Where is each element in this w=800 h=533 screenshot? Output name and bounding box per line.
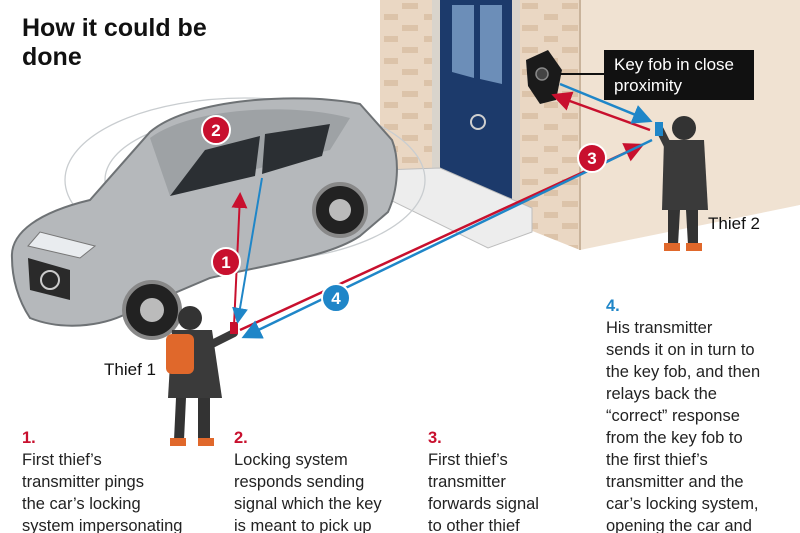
step-1-text: First thief’s transmitter pings the car’… bbox=[22, 451, 183, 533]
pavement bbox=[0, 200, 800, 533]
step-4-description: 4. His transmitter sends it on in turn t… bbox=[606, 273, 796, 533]
car-grille bbox=[28, 258, 70, 300]
step-2-text: Locking system responds sending signal w… bbox=[234, 451, 382, 533]
svg-text:3: 3 bbox=[587, 149, 596, 168]
step-3-description: 3. First thief’s transmitter forwards si… bbox=[428, 405, 588, 533]
door-knocker bbox=[470, 114, 486, 130]
arrow-4 bbox=[241, 138, 653, 339]
car bbox=[10, 97, 426, 340]
badge-4: 4 bbox=[321, 283, 351, 313]
badge-2: 2 bbox=[201, 115, 231, 145]
thief-2-label: Thief 2 bbox=[708, 214, 760, 233]
arrow-fob-red bbox=[551, 91, 651, 132]
arrow-fob-blue bbox=[559, 82, 653, 124]
step-3-number: 3. bbox=[428, 429, 442, 447]
step-badges: 1 2 3 4 bbox=[201, 115, 607, 313]
svg-text:2: 2 bbox=[211, 121, 220, 140]
step-1-number: 1. bbox=[22, 429, 36, 447]
diagram-title: How it could be done bbox=[22, 14, 207, 71]
key-fob-callout: Key fob in close proximity bbox=[604, 50, 754, 100]
step-4-number: 4. bbox=[606, 297, 620, 315]
car-windows bbox=[170, 124, 330, 196]
svg-text:4: 4 bbox=[331, 289, 341, 308]
thief-2-transmitter bbox=[655, 122, 663, 136]
thief-1-label: Thief 1 bbox=[104, 360, 156, 379]
thief-1-transmitter bbox=[230, 322, 238, 334]
step-2-number: 2. bbox=[234, 429, 248, 447]
badge-3: 3 bbox=[577, 143, 607, 173]
arrow-2 bbox=[232, 177, 263, 324]
key-fob bbox=[526, 50, 604, 104]
step-4-text: His transmitter sends it on in turn to t… bbox=[606, 319, 761, 533]
svg-text:1: 1 bbox=[221, 253, 230, 272]
step-3-text: First thief’s transmitter forwards signa… bbox=[428, 451, 539, 533]
badge-1: 1 bbox=[211, 247, 241, 277]
step-2-description: 2. Locking system responds sending signa… bbox=[234, 405, 414, 533]
step-1-description: 1. First thief’s transmitter pings the c… bbox=[22, 405, 222, 533]
thief-2 bbox=[655, 116, 708, 251]
thief-1 bbox=[166, 306, 238, 446]
